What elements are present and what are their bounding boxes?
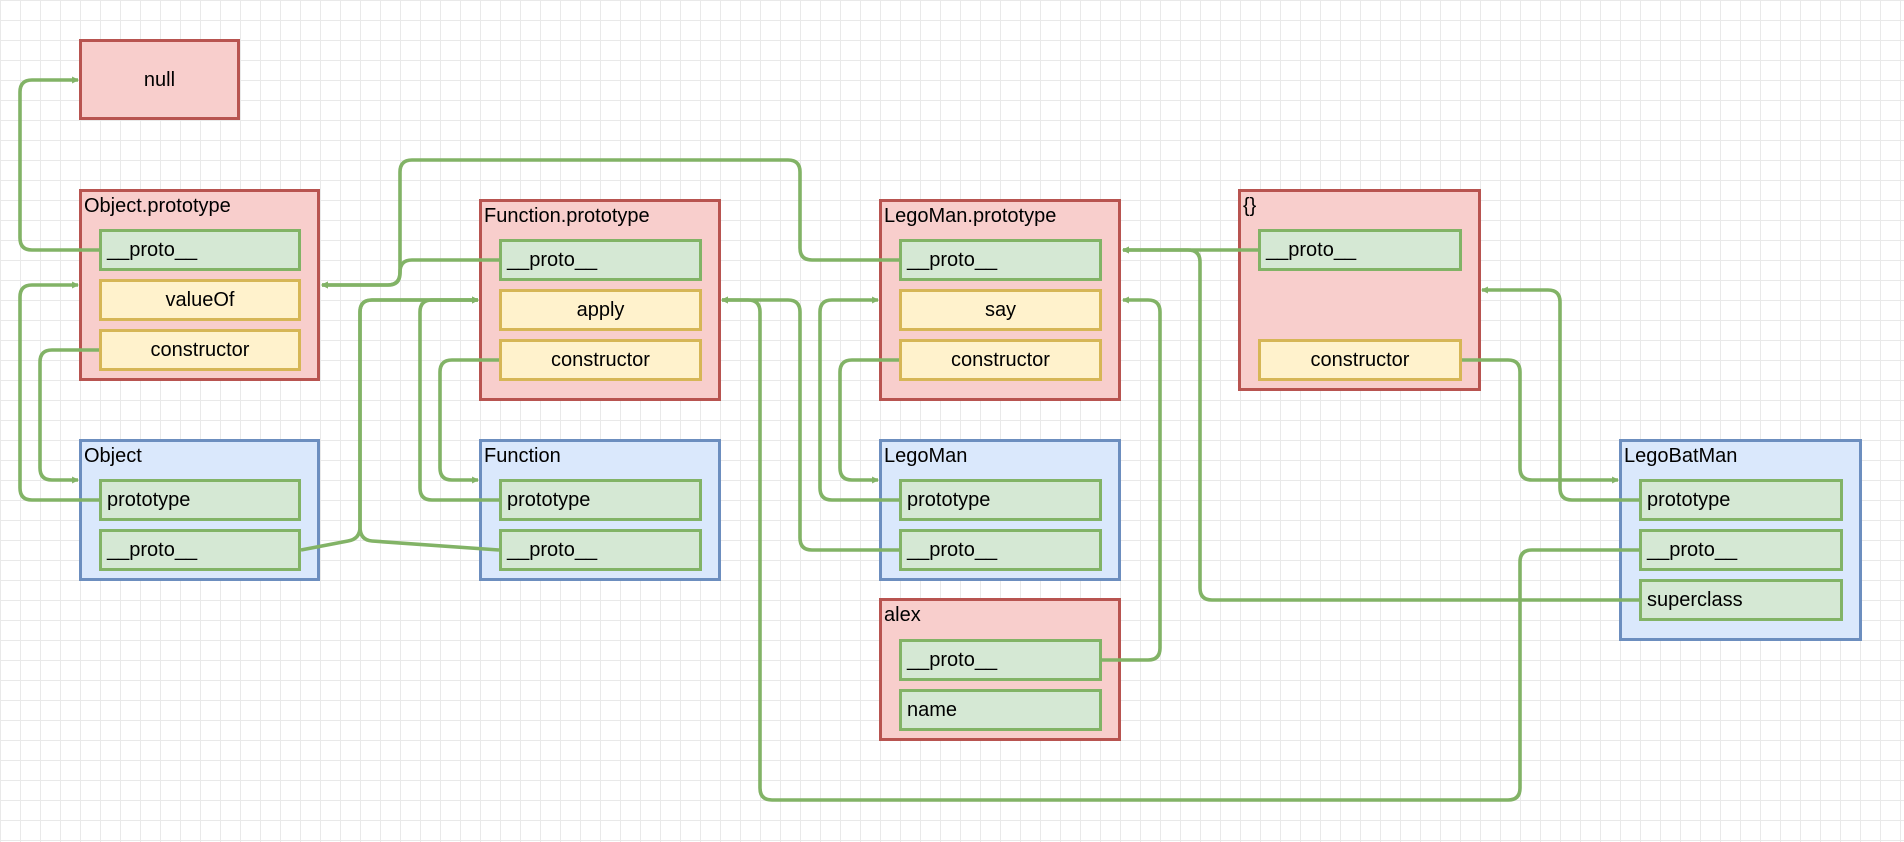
null-node: null — [79, 39, 240, 120]
object-prototype-field: prototype — [99, 479, 301, 521]
object-proto-field: __proto__ — [99, 529, 301, 571]
function-title: Function — [484, 445, 561, 467]
arrow-legobatman-prototype-to-empty-object — [1480, 286, 1639, 502]
legoman-prototype-say-field: say — [899, 289, 1102, 331]
arrow-alex-proto-to-legoman-prototype — [1102, 296, 1162, 662]
arrow-function-prototype-field-to-function-prototype — [418, 296, 499, 502]
legoman-title: LegoMan — [884, 445, 968, 467]
arrow-legoman-prototype-proto-to-object-prototype — [320, 158, 899, 289]
function-prototype-title: Function.prototype — [484, 205, 650, 227]
legoman-prototype-field: prototype — [899, 479, 1102, 521]
legobatman-title: LegoBatMan — [1624, 445, 1738, 467]
alex-proto-field: __proto__ — [899, 639, 1102, 681]
arrow-object-prototype-field-to-object-prototype — [18, 281, 99, 502]
arrow-empty-object-constructor-to-legobatman — [1462, 358, 1620, 484]
arrow-legobatman-proto-to-function-prototype — [720, 296, 1639, 802]
alex-name-field: name — [899, 689, 1102, 731]
function-proto-field: __proto__ — [499, 529, 702, 571]
object-prototype-constructor-field: constructor — [99, 329, 301, 371]
arrow-legoman-proto-to-function-prototype — [720, 296, 899, 552]
object-prototype-title: Object.prototype — [84, 195, 231, 217]
empty-object-proto-field: __proto__ — [1258, 229, 1462, 271]
legoman-prototype-proto-field: __proto__ — [899, 239, 1102, 281]
legoman-proto-field: __proto__ — [899, 529, 1102, 571]
arrow-function-prototype-constructor-to-function — [438, 358, 499, 484]
arrow-function-proto-to-function-prototype — [358, 296, 500, 552]
alex-title: alex — [884, 604, 921, 626]
legobatman-superclass-field: superclass — [1639, 579, 1843, 621]
object-title: Object — [84, 445, 142, 467]
function-prototype-constructor-field: constructor — [499, 339, 702, 381]
function-prototype-proto-field: __proto__ — [499, 239, 702, 281]
arrow-legoman-prototype-constructor-to-legoman — [838, 358, 899, 484]
function-prototype-apply-field: apply — [499, 289, 702, 331]
arrow-function-prototype-proto-to-object-prototype — [320, 258, 499, 289]
legobatman-proto-field: __proto__ — [1639, 529, 1843, 571]
object-prototype-valueof-field: valueOf — [99, 279, 301, 321]
arrow-object-prototype-proto-to-null — [18, 76, 99, 252]
arrow-legobatman-superclass-to-legoman-prototype — [1121, 246, 1639, 602]
empty-object-title: {} — [1243, 195, 1257, 217]
arrow-object-prototype-constructor-to-object — [38, 348, 99, 484]
arrow-object-proto-to-function-prototype — [300, 296, 480, 552]
arrow-legoman-prototype-field-to-legoman-prototype — [818, 296, 899, 502]
function-prototype-field: prototype — [499, 479, 702, 521]
empty-object-constructor-field: constructor — [1258, 339, 1462, 381]
object-prototype-proto-field: __proto__ — [99, 229, 301, 271]
null-title: null — [143, 68, 176, 91]
legoman-prototype-constructor-field: constructor — [899, 339, 1102, 381]
legoman-prototype-title: LegoMan.prototype — [884, 205, 1057, 227]
legobatman-prototype-field: prototype — [1639, 479, 1843, 521]
